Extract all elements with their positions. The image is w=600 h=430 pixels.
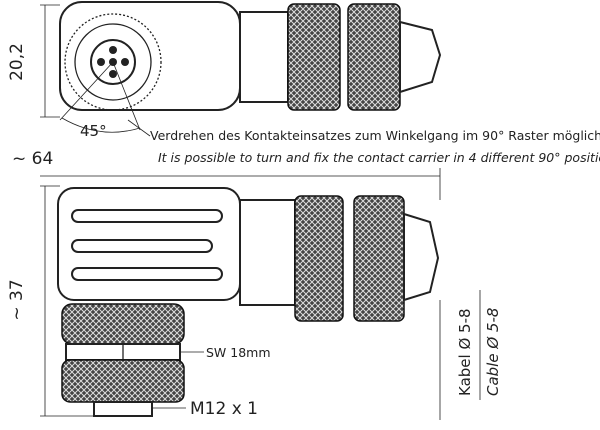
knurled-nut-2-side [353, 195, 405, 322]
knurled-nut-2-top [347, 3, 401, 111]
note-en: It is possible to turn and fix the conta… [158, 150, 600, 165]
cable-diameter-en: Cable Ø 5-8 [484, 308, 502, 396]
coupling-nut-knurl [61, 303, 185, 345]
coupling-nut-face [64, 13, 162, 111]
coupling-nut-knurl-2 [61, 359, 185, 403]
grip-slot-1 [71, 209, 223, 223]
cable-gland-side [403, 212, 440, 302]
knurled-nut-1-side [294, 195, 344, 322]
wrench-size-label: SW 18mm [206, 345, 271, 360]
dim-height-top: 20,2 [7, 43, 27, 81]
cable-diameter-de: Kabel Ø 5-8 [456, 308, 474, 396]
grip-slot-3 [71, 267, 223, 281]
knurled-nut-1-top [287, 3, 341, 111]
cable-gland-top [399, 20, 442, 94]
m12-thread [93, 401, 153, 417]
note-de: Verdrehen des Kontakteinsatzes zum Winke… [150, 128, 600, 143]
grip-slot-2 [71, 239, 213, 253]
angle-label: 45° [80, 122, 107, 140]
side-view: ~ 37 SW 18mm M12 x 1 Kabel Ø 5-8 Cable Ø… [7, 185, 502, 420]
body-neck-side [239, 199, 296, 306]
top-view: 20,2 45° Verdrehen des Kontakteinsatzes … [7, 1, 600, 165]
dim-height-side: ~ 37 [7, 279, 27, 320]
thread-label: M12 x 1 [190, 399, 258, 419]
dim-length: ~ 64 [12, 149, 53, 169]
body-neck-top [239, 11, 289, 103]
